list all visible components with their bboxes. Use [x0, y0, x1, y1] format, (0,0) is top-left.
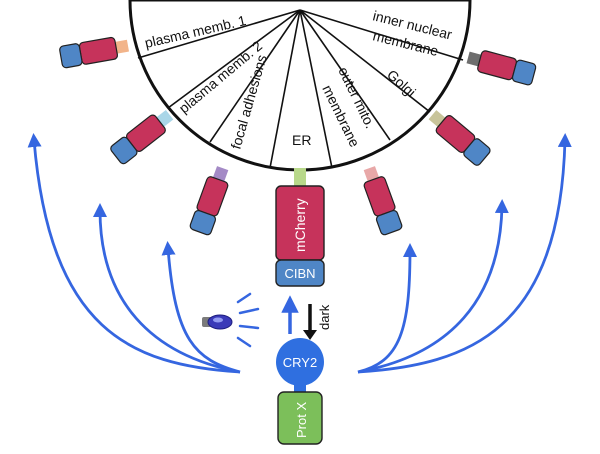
- cibn-label: CIBN: [284, 266, 315, 281]
- construct-focal-adhesions: [189, 166, 229, 236]
- construct-plasma-1: [59, 36, 130, 69]
- left-arrows: [27, 133, 241, 374]
- light-rays: [236, 292, 260, 348]
- protx-block: [277, 391, 323, 445]
- er-linker: [294, 168, 306, 186]
- light-bulb-icon: [202, 314, 233, 330]
- cibn-block: [275, 259, 325, 287]
- cry2-label: CRY2: [283, 355, 317, 370]
- construct-golgi: [428, 110, 491, 166]
- cry2-protx-linker: [294, 384, 306, 392]
- right-arrows: [357, 133, 572, 374]
- construct-inner-nuclear: [466, 50, 537, 86]
- construct-plasma-2: [110, 110, 174, 165]
- sector-dividers: [137, 9, 464, 169]
- dark-label: dark: [317, 304, 332, 330]
- mcherry-label: mCherry: [292, 198, 308, 252]
- protx-label: Prot X: [294, 402, 309, 438]
- sector-label-er: ER: [292, 132, 311, 148]
- construct-outer-mito: [363, 166, 403, 236]
- cry2-circle: [276, 338, 324, 386]
